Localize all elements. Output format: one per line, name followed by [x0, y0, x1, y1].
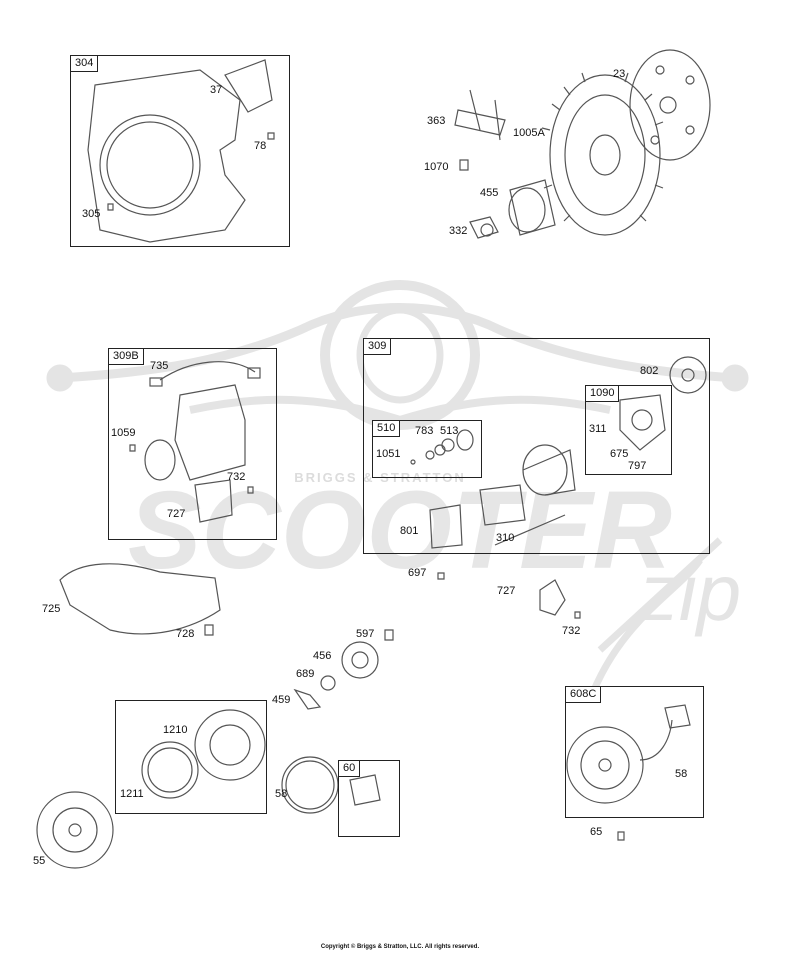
lower-parts-drawing	[36, 563, 394, 869]
part-callout: 65	[590, 826, 603, 838]
group-box-309: 309	[363, 338, 710, 554]
clutch-drawing	[454, 89, 556, 239]
part-callout: 727	[497, 585, 516, 597]
part-callout: 58	[275, 788, 288, 800]
group-box-304: 304	[70, 55, 290, 247]
part-callout: 801	[400, 525, 419, 537]
part-callout: 456	[313, 650, 332, 662]
recoil-starter-drawing	[539, 579, 691, 841]
part-callout: 797	[628, 460, 647, 472]
starter-internals-drawing	[410, 356, 707, 580]
group-box-1211-assembly	[115, 700, 267, 814]
part-callout: 513	[440, 425, 459, 437]
group-label-309b: 309B	[108, 348, 144, 365]
part-callout: 310	[496, 532, 515, 544]
part-callout: 455	[480, 187, 499, 199]
part-callout: 728	[176, 628, 195, 640]
part-callout: 459	[272, 694, 291, 706]
copyright-notice: Copyright © Briggs & Stratton, LLC. All …	[320, 944, 480, 950]
watermark-word: SCOOTER	[128, 469, 672, 592]
part-callout: 1070	[424, 161, 449, 173]
part-callout: 1210	[163, 724, 188, 736]
part-callout: 332	[449, 225, 468, 237]
part-callout: 1051	[376, 448, 401, 460]
part-callout: 23	[613, 68, 626, 80]
part-callout: 1005A	[513, 127, 545, 139]
part-callout: 305	[82, 208, 101, 220]
part-callout: 1059	[111, 427, 136, 439]
part-callout: 697	[408, 567, 427, 579]
part-callout: 802	[640, 365, 659, 377]
group-label-309: 309	[363, 338, 392, 355]
group-label-1090: 1090	[585, 385, 620, 402]
part-callout: 675	[610, 448, 629, 460]
group-box-309b: 309B	[108, 348, 277, 540]
group-label-510: 510	[372, 420, 401, 437]
group-box-1090: 1090	[585, 385, 672, 475]
part-callout: 55	[33, 855, 46, 867]
group-box-60: 60	[338, 760, 400, 837]
part-callout: 735	[150, 360, 169, 372]
part-callout: 783	[415, 425, 434, 437]
part-callout: 37	[210, 84, 223, 96]
part-callout: 725	[42, 603, 61, 615]
group-label-608c: 608C	[565, 686, 602, 703]
part-callout: 732	[562, 625, 581, 637]
group-box-510: 510	[372, 420, 482, 478]
watermark-script: zip	[638, 548, 741, 637]
part-callout: 732	[227, 471, 246, 483]
part-callout: 1211	[120, 788, 144, 800]
group-box-608c: 608C	[565, 686, 704, 818]
group-label-304: 304	[70, 55, 99, 72]
part-callout: 78	[254, 140, 267, 152]
part-callout: 363	[427, 115, 446, 127]
part-callout: 689	[296, 668, 315, 680]
blower-housing-drawing	[87, 59, 275, 243]
part-callout: 597	[356, 628, 375, 640]
part-callout: 58	[675, 768, 688, 780]
group-label-60: 60	[338, 760, 361, 777]
starter-assembly-drawing	[129, 361, 261, 523]
part-callout: 311	[589, 423, 607, 435]
part-callout: 727	[167, 508, 186, 520]
flywheel-drawing	[541, 49, 711, 236]
